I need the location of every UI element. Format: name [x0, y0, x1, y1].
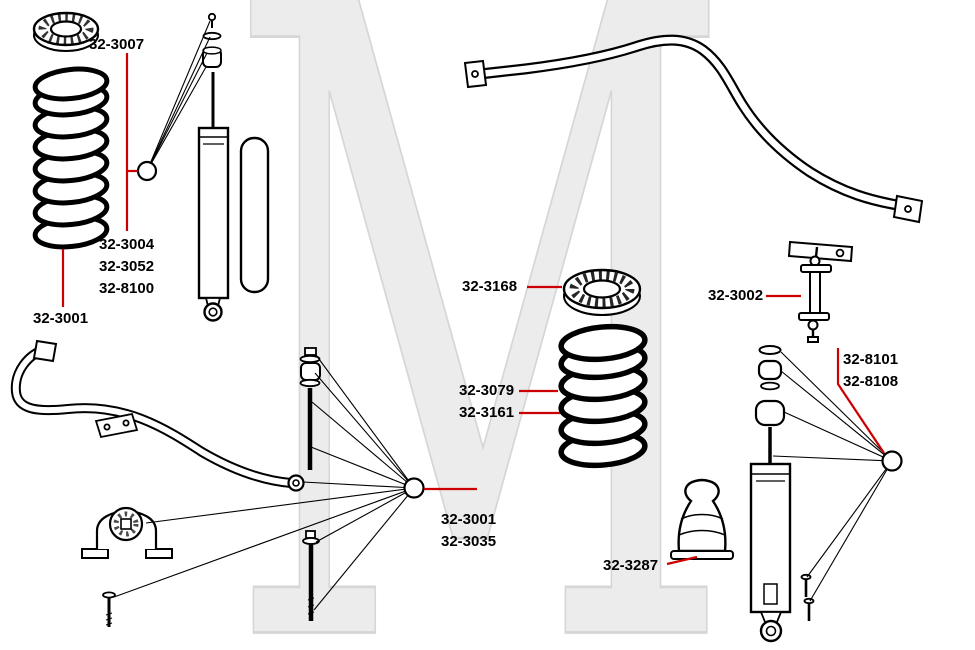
part-label-front-mount-kit-c: 32-8100: [99, 280, 155, 297]
callout-lines-front-bar: [113, 354, 415, 611]
spring-pad-upper-front-icon: [32, 11, 100, 52]
part-label-front-mount-kit-b: 32-3052: [99, 258, 155, 275]
bar-bushing-bracket-icon: [81, 506, 173, 559]
stabilizer-bar-front-icon: [10, 339, 305, 492]
part-label-rear-spring-b: 32-3161: [459, 404, 515, 421]
callout-lines-rear-shock: [772, 351, 893, 602]
callout-lines-front-mount: [146, 20, 211, 172]
stabilizer-link-icon: [798, 246, 832, 343]
shock-absorber-rear-icon: [749, 345, 792, 643]
link-pin-kit-icon: [299, 347, 321, 621]
callout-ball-front-bar: [403, 477, 425, 499]
part-label-bump-stop: 32-3287: [603, 557, 659, 574]
shock-absorber-front-icon: [197, 12, 230, 322]
leader-lines: [61, 53, 885, 566]
part-label-stabilizer-link: 32-3002: [708, 287, 764, 304]
part-label-front-spring: 32-3001: [33, 310, 89, 327]
callout-ball-front-mount: [136, 160, 158, 182]
part-label-front-bar-kit-b: 32-3035: [441, 533, 497, 550]
stabilizer-bar-rear-icon: [463, 34, 924, 263]
part-label-rear-spring-pad: 32-3168: [462, 278, 518, 295]
part-label-front-upper-pad: 32-3007: [89, 36, 145, 53]
coil-spring-rear-icon: [558, 323, 648, 469]
part-label-rear-spring-a: 32-3079: [459, 382, 515, 399]
part-label-rear-shock-kit-b: 32-8108: [843, 373, 899, 390]
coil-spring-front-icon: [32, 66, 110, 250]
callout-ball-rear-shock: [881, 450, 903, 472]
part-label-front-bar-kit-a: 32-3001: [441, 511, 497, 528]
bump-stop-icon: [670, 478, 734, 560]
clamp-bolt-icon: [102, 591, 116, 627]
part-label-rear-shock-kit-a: 32-8101: [843, 351, 899, 368]
spring-pad-rear-icon: [562, 268, 642, 316]
dust-cover-front-icon: [239, 136, 270, 294]
part-label-front-mount-kit-a: 32-3004: [99, 236, 155, 253]
bar-clamp-plate-icon: [94, 412, 139, 439]
